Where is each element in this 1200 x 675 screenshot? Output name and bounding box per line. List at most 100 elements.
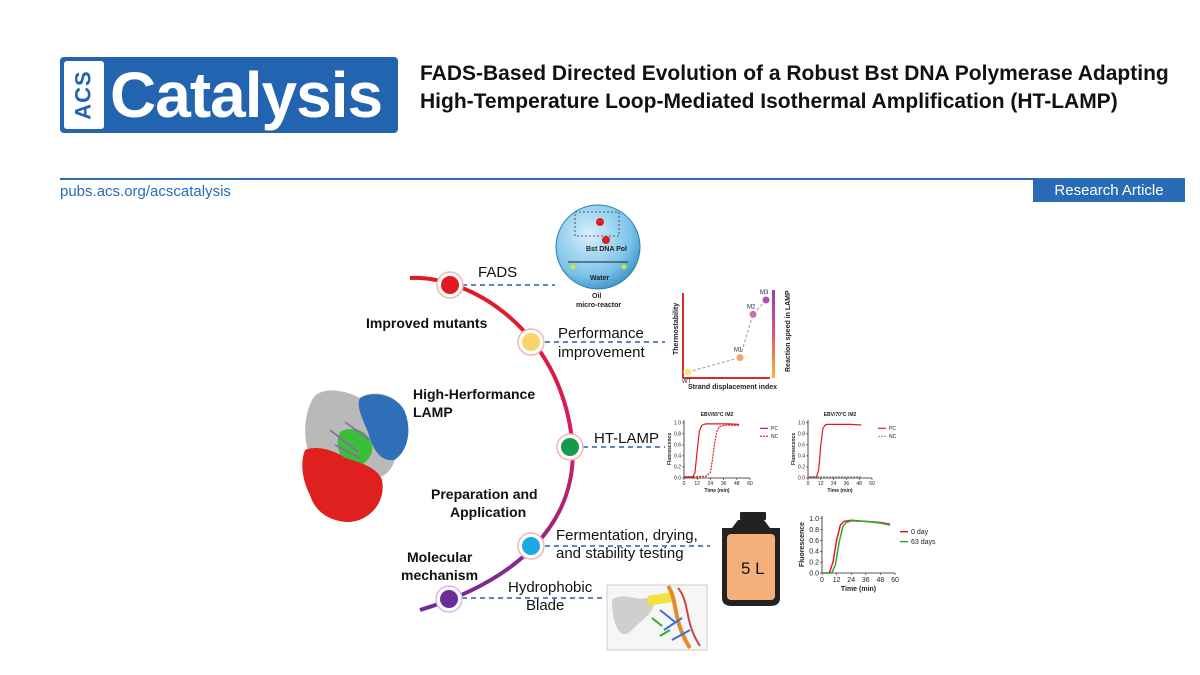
chart-y-tick-label: 0.8 bbox=[809, 527, 819, 534]
performance-scatter-chart: Strand displacement index Thermostabilit… bbox=[673, 290, 792, 391]
chart-x-tick-label: 48 bbox=[734, 481, 740, 487]
leader-lines bbox=[462, 284, 710, 599]
microreactor-illustration: Bst DNA Pol Water Oil micro-reactor bbox=[555, 204, 641, 309]
chart-y-tick-label: 0.4 bbox=[798, 454, 805, 460]
legend-label: PC bbox=[771, 426, 778, 432]
chart-x-tick-label: 48 bbox=[856, 481, 862, 487]
chart-x-tick-label: 24 bbox=[708, 481, 714, 487]
chart-x-tick-label: 60 bbox=[869, 481, 875, 487]
chart-x-tick-label: 36 bbox=[721, 481, 727, 487]
chart-ylabel: Fluorescence bbox=[799, 522, 806, 567]
node-mechanism[interactable] bbox=[435, 585, 463, 613]
scatter-speed-bar bbox=[772, 290, 775, 378]
protein-structure-image bbox=[302, 390, 409, 522]
chart-ylabel: Fluorescence bbox=[667, 433, 673, 465]
chart-y-tick-label: 0.8 bbox=[674, 431, 681, 437]
node-label-fads: FADS bbox=[478, 264, 517, 281]
node-label-blade: Blade bbox=[526, 597, 564, 614]
stage-high-performance: High-Herformance bbox=[413, 386, 535, 402]
scatter-point-label: M1 bbox=[734, 348, 743, 354]
series-line-1 bbox=[822, 520, 891, 574]
scatter-point-m2 bbox=[748, 309, 758, 319]
chart-xlabel: Time (min) bbox=[704, 488, 730, 494]
node-label-fermentation: Fermentation, drying, bbox=[556, 527, 698, 544]
series-line-0 bbox=[808, 423, 862, 478]
journal-url[interactable]: pubs.acs.org/acscatalysis bbox=[60, 183, 231, 200]
chart-y-tick-label: 0.0 bbox=[809, 570, 819, 577]
chart-x-tick-label: 24 bbox=[847, 577, 855, 584]
hydrophobic-blade-image bbox=[606, 584, 708, 651]
chart-x-tick-label: 36 bbox=[862, 577, 870, 584]
chart-x-tick-label: 48 bbox=[877, 577, 885, 584]
node-ht-lamp[interactable] bbox=[556, 433, 584, 461]
chart-y-tick-label: 1.0 bbox=[674, 420, 681, 426]
stage-mechanism: mechanism bbox=[401, 567, 478, 583]
chart-y-tick-label: 0.0 bbox=[798, 476, 805, 482]
stage-molecular: Molecular bbox=[407, 549, 473, 565]
chart-x-tick-label: 60 bbox=[747, 481, 753, 487]
journal-logo: ACS Catalysis bbox=[60, 57, 398, 133]
node-fermentation[interactable] bbox=[517, 532, 545, 560]
chart-y-tick-label: 0.2 bbox=[809, 559, 819, 566]
chart-y-tick-label: 1.0 bbox=[798, 420, 805, 426]
tank-volume: 5 L bbox=[741, 559, 765, 578]
chart-x-tick-label: 60 bbox=[891, 577, 899, 584]
chart-title: EBV/70°C /M2 bbox=[824, 412, 857, 418]
acs-box bbox=[64, 61, 104, 129]
series-line-0 bbox=[684, 423, 740, 478]
chart-y-tick-label: 0.6 bbox=[674, 443, 681, 449]
stage-improved-mutants: Improved mutants bbox=[366, 315, 488, 331]
series-line-0 bbox=[822, 519, 891, 574]
chart-x-tick-label: 24 bbox=[831, 481, 837, 487]
node-fads[interactable] bbox=[436, 271, 464, 299]
chart-y-tick-label: 0.0 bbox=[674, 476, 681, 482]
scatter-ylabel: Thermostability bbox=[673, 303, 680, 355]
header-rule bbox=[60, 178, 1185, 180]
chart-x-tick-label: 12 bbox=[694, 481, 700, 487]
chart-x-tick-label: 0 bbox=[807, 481, 810, 487]
scatter-point-m1 bbox=[735, 353, 745, 363]
timeline-nodes bbox=[435, 271, 584, 613]
legend-label: 63 days bbox=[911, 539, 936, 546]
chart-y-tick-label: 0.4 bbox=[674, 454, 681, 460]
ebv65-chart: 0 12 24 36 48 60 0.0 0.2 0.4 0.6 0.8 1.0 EBV/65°C /M… bbox=[667, 412, 779, 494]
chart-xlabel: Time (min) bbox=[827, 488, 853, 494]
chart-ylabel: Fluorescence bbox=[791, 433, 797, 465]
node-performance[interactable] bbox=[517, 328, 545, 356]
chart-title: EBV/65°C /M2 bbox=[701, 412, 734, 418]
chart-y-tick-label: 0.6 bbox=[809, 538, 819, 545]
node-label-fermentation-2: and stability testing bbox=[556, 545, 684, 562]
stage-application: Application bbox=[450, 504, 526, 520]
stage-preparation: Preparation and bbox=[431, 486, 538, 502]
article-type-badge: Research Article bbox=[1033, 180, 1185, 202]
node-label-performance: Performance bbox=[558, 325, 644, 342]
scatter-point-m3 bbox=[761, 295, 771, 305]
chart-x-tick-label: 0 bbox=[683, 481, 686, 487]
scatter-trend-line bbox=[687, 299, 767, 373]
microreactor-oil: Oil bbox=[592, 293, 601, 300]
legend-label: 0 day bbox=[911, 529, 929, 536]
legend-label: PC bbox=[889, 426, 896, 432]
microreactor-water: Water bbox=[590, 275, 609, 282]
scatter-xlabel: Strand displacement index bbox=[688, 384, 777, 391]
node-label-ht-lamp: HT-LAMP bbox=[594, 430, 659, 447]
journal-name: Catalysis bbox=[110, 59, 383, 131]
microreactor-label: micro-reactor bbox=[576, 302, 621, 309]
chart-y-tick-label: 0.2 bbox=[798, 465, 805, 471]
article-title: FADS-Based Directed Evolution of a Robus… bbox=[420, 62, 1169, 113]
node-label-hydrophobic: Hydrophobic bbox=[508, 579, 593, 596]
microreactor-enzyme: Bst DNA Pol bbox=[586, 246, 627, 253]
scatter-point-label: M2 bbox=[747, 304, 756, 310]
scatter-point-wt bbox=[683, 367, 693, 377]
chart-y-tick-label: 0.4 bbox=[809, 549, 819, 556]
chart-y-tick-label: 1.0 bbox=[809, 516, 819, 523]
node-label-performance-2: improvement bbox=[558, 344, 646, 361]
chart-y-tick-label: 0.6 bbox=[798, 443, 805, 449]
scatter-point-label: M3 bbox=[760, 290, 769, 296]
stage-lamp: LAMP bbox=[413, 404, 453, 420]
chart-xlabel: Time (min) bbox=[841, 586, 876, 593]
chart-y-tick-label: 0.2 bbox=[674, 465, 681, 471]
